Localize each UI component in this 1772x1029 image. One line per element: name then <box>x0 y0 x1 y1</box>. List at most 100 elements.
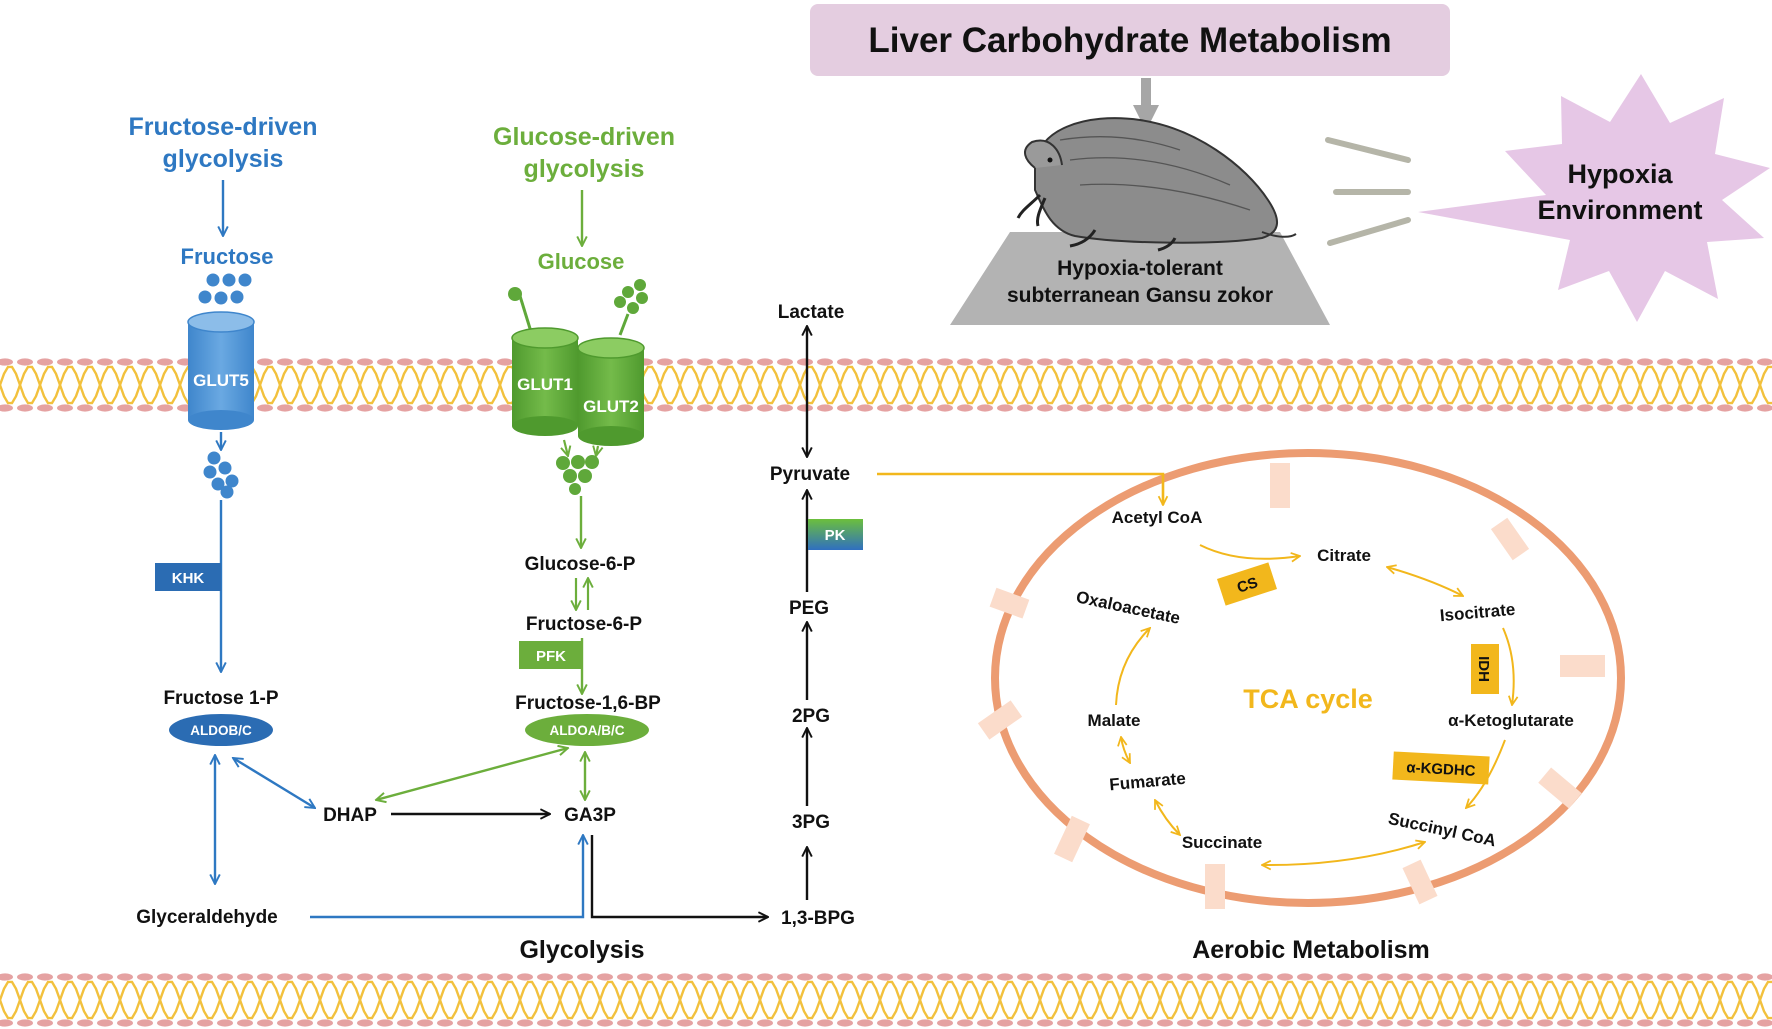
membrane-head <box>1277 358 1293 366</box>
membrane-head <box>1177 973 1193 981</box>
glucose-6-p: Glucose-6-P <box>525 554 636 575</box>
membrane-head <box>637 1019 653 1027</box>
membrane-head <box>1597 1019 1613 1027</box>
membrane-head <box>757 404 773 412</box>
membrane-head <box>997 358 1013 366</box>
membrane-head <box>1237 358 1253 366</box>
membrane-head <box>457 358 473 366</box>
membrane-head <box>1657 404 1673 412</box>
glucose-header-line2: glycolysis <box>524 155 645 183</box>
membrane-head <box>277 1019 293 1027</box>
membrane-head <box>1197 973 1213 981</box>
glucose-molecules-in <box>556 455 599 495</box>
membrane-head <box>1177 404 1193 412</box>
fructose-header-line2: glycolysis <box>163 145 284 173</box>
membrane-head <box>857 973 873 981</box>
membrane-head <box>657 358 673 366</box>
membrane-head <box>1037 973 1053 981</box>
membrane-head <box>937 1019 953 1027</box>
membrane-head <box>357 358 373 366</box>
membrane-head <box>1057 1019 1073 1027</box>
glut1-label: GLUT1 <box>517 375 573 394</box>
membrane-head <box>1017 404 1033 412</box>
membrane-head <box>357 404 373 412</box>
membrane-head <box>537 973 553 981</box>
membrane-head <box>1577 1019 1593 1027</box>
membrane-head <box>1197 358 1213 366</box>
membrane-head <box>37 404 53 412</box>
membrane-head <box>257 1019 273 1027</box>
membrane-head <box>1637 1019 1653 1027</box>
membrane-head <box>1737 404 1753 412</box>
membrane-head <box>57 1019 73 1027</box>
membrane-head <box>117 1019 133 1027</box>
membrane-head <box>937 404 953 412</box>
membrane-head <box>1497 404 1513 412</box>
membrane-head <box>1377 358 1393 366</box>
membrane-head <box>997 973 1013 981</box>
membrane-tail-strand <box>0 365 1772 405</box>
membrane-head <box>1537 358 1553 366</box>
membrane-head <box>437 404 453 412</box>
membrane-head <box>1357 1019 1373 1027</box>
membrane-head <box>337 404 353 412</box>
membrane-head <box>717 358 733 366</box>
membrane-head <box>1717 973 1733 981</box>
core-glycolysis: DHAP GA3P 1,3-BPG 3PG 2PG PEG PK Pyruvat… <box>323 302 863 929</box>
fructose-1-6-bp: Fructose-1,6-BP <box>515 693 661 714</box>
pk-label: PK <box>825 527 846 544</box>
membrane-head <box>1157 404 1173 412</box>
membrane-head <box>597 1019 613 1027</box>
membrane-head <box>1637 973 1653 981</box>
membrane-head <box>377 358 393 366</box>
membrane-head <box>1157 1019 1173 1027</box>
membrane-head <box>397 358 413 366</box>
membrane-head <box>1257 358 1273 366</box>
membrane-head <box>497 358 513 366</box>
membrane-head <box>1377 404 1393 412</box>
membrane-head <box>1457 1019 1473 1027</box>
membrane-head <box>1177 1019 1193 1027</box>
membrane-head <box>1117 404 1133 412</box>
membrane-head <box>417 1019 433 1027</box>
glut5-label: GLUT5 <box>193 371 249 390</box>
membrane-head <box>1077 358 1093 366</box>
membrane-head <box>997 1019 1013 1027</box>
aerobic-metabolism-label: Aerobic Metabolism <box>1192 936 1430 964</box>
membrane-head <box>1397 404 1413 412</box>
3pg: 3PG <box>792 812 830 833</box>
membrane-head <box>657 973 673 981</box>
membrane-head <box>497 973 513 981</box>
glucose-molecules-out <box>508 279 648 336</box>
membrane-head <box>1577 404 1593 412</box>
membrane-head <box>1437 1019 1453 1027</box>
membrane-head <box>1337 973 1353 981</box>
membrane-head <box>437 358 453 366</box>
membrane-head <box>1377 1019 1393 1027</box>
membrane-head <box>737 404 753 412</box>
membrane-head <box>1557 973 1573 981</box>
membrane-head <box>617 973 633 981</box>
membrane-head <box>97 973 113 981</box>
pfk-enzyme-box <box>519 641 583 669</box>
membrane-head <box>1557 358 1573 366</box>
membrane-head <box>1077 973 1093 981</box>
membrane-head <box>397 973 413 981</box>
membrane-head <box>837 1019 853 1027</box>
membrane-head <box>697 404 713 412</box>
membrane-head <box>717 404 733 412</box>
membrane-head <box>857 1019 873 1027</box>
membrane-head <box>1297 973 1313 981</box>
membrane-head <box>677 1019 693 1027</box>
membrane-head <box>917 358 933 366</box>
membrane-head <box>877 1019 893 1027</box>
membrane-head <box>897 404 913 412</box>
membrane-head <box>1717 358 1733 366</box>
membrane-head <box>337 973 353 981</box>
membrane-head <box>857 404 873 412</box>
membrane-head <box>137 973 153 981</box>
membrane-head <box>17 358 33 366</box>
membrane-head <box>1137 404 1153 412</box>
khk-enzyme-box <box>155 563 221 591</box>
membrane-head <box>957 358 973 366</box>
